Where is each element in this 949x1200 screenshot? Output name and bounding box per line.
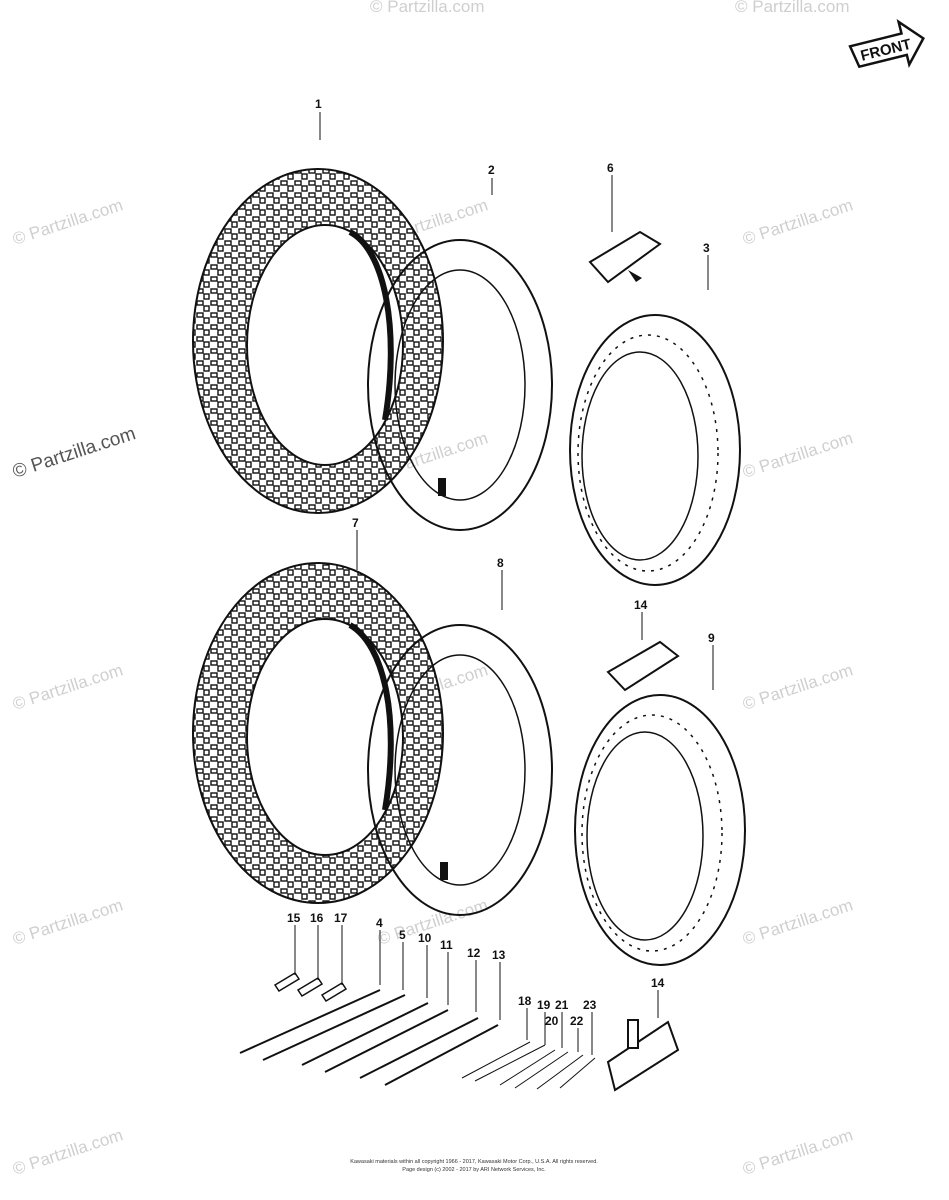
watermark: © Partzilla.com (740, 428, 855, 481)
callout-labels: 1 2 3 4 5 6 7 8 9 10 11 12 13 14 14 15 1… (287, 97, 715, 1028)
copyright-footer: Kawasaki materials within all copyright … (350, 1159, 598, 1173)
callout-19: 19 (537, 998, 551, 1012)
watermark: © Partzilla.com (10, 423, 138, 483)
callout-23: 23 (583, 998, 597, 1012)
callout-1: 1 (315, 97, 322, 111)
callout-17: 17 (334, 911, 348, 925)
watermark: © Partzilla.com (10, 895, 125, 948)
valve-parts (273, 971, 348, 1003)
callout-6: 6 (607, 161, 614, 175)
callout-15: 15 (287, 911, 301, 925)
watermark: © Partzilla.com (10, 195, 125, 248)
watermark: © Partzilla.com (740, 895, 855, 948)
watermark-layer: © Partzilla.com © Partzilla.com © Partzi… (10, 0, 855, 1179)
leader-lines (294, 112, 714, 1055)
front-arrow-badge: FRONT (848, 19, 925, 69)
rim-band-6 (588, 230, 662, 284)
spokes (239, 989, 596, 1090)
callout-21: 21 (555, 998, 569, 1012)
tire-7 (192, 562, 444, 904)
callout-14-lower: 14 (651, 976, 665, 990)
watermark: © Partzilla.com (10, 1125, 125, 1178)
callout-14-upper: 14 (634, 598, 648, 612)
rim-band-14-lower (606, 1019, 680, 1092)
copyright-line-1: Kawasaki materials within all copyright … (350, 1159, 598, 1165)
rim-9 (574, 694, 746, 966)
callout-10: 10 (418, 931, 432, 945)
callout-4: 4 (376, 916, 383, 930)
tube-8 (367, 624, 553, 916)
callout-11: 11 (440, 938, 453, 952)
watermark: © Partzilla.com (740, 660, 855, 713)
callout-7: 7 (352, 516, 359, 530)
callout-8: 8 (497, 556, 504, 570)
copyright-line-2: Page design (c) 2002 - 2017 by ARI Netwo… (402, 1167, 546, 1173)
callout-16: 16 (310, 911, 324, 925)
watermark: © Partzilla.com (375, 895, 490, 948)
watermark: © Partzilla.com (370, 0, 485, 16)
watermark: © Partzilla.com (735, 0, 850, 16)
callout-9: 9 (708, 631, 715, 645)
callout-2: 2 (488, 163, 495, 177)
rim-3 (569, 314, 741, 586)
watermark: © Partzilla.com (10, 660, 125, 713)
tire-1 (192, 168, 444, 514)
tube-2 (367, 239, 553, 531)
callout-12: 12 (467, 946, 481, 960)
watermark: © Partzilla.com (740, 195, 855, 248)
watermark: © Partzilla.com (740, 1125, 855, 1178)
callout-18: 18 (518, 994, 532, 1008)
callout-22: 22 (570, 1014, 584, 1028)
callout-3: 3 (703, 241, 710, 255)
callout-5: 5 (399, 928, 406, 942)
rim-band-14-upper (606, 640, 680, 692)
callout-20: 20 (545, 1014, 559, 1028)
callout-13: 13 (492, 948, 506, 962)
